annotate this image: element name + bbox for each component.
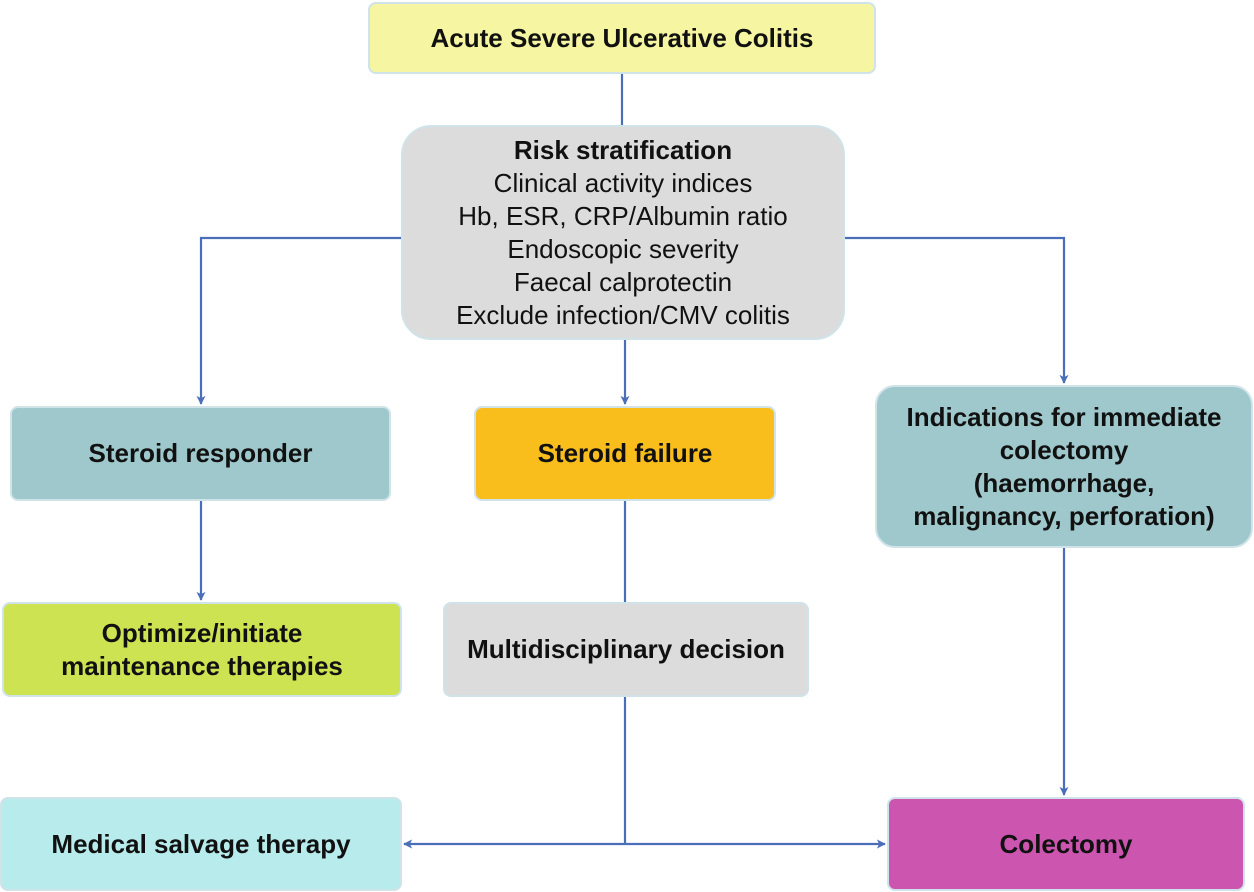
node-risk-title: Risk stratification (513, 134, 733, 165)
maintenance-line: maintenance therapies (61, 650, 343, 681)
node-risk-stratification: Risk stratification Clinical activity in… (401, 125, 845, 340)
node-medical-salvage-therapy: Medical salvage therapy (0, 797, 402, 891)
maintenance-line: Optimize/initiate (101, 617, 303, 648)
node-mdt-title: Multidisciplinary decision (467, 634, 785, 664)
node-colectomy: Colectomy (887, 797, 1245, 891)
immediate-line: colectomy (999, 434, 1129, 465)
risk-item: Exclude infection/CMV colitis (456, 299, 790, 330)
immediate-line: (haemorrhage, (973, 467, 1155, 498)
risk-item: Clinical activity indices (493, 167, 753, 198)
risk-item: Faecal calprotectin (513, 266, 733, 297)
node-responder-title: Steroid responder (88, 438, 313, 468)
node-salvage-title: Medical salvage therapy (51, 828, 351, 859)
node-acute-severe-uc: Acute Severe Ulcerative Colitis (368, 2, 876, 74)
immediate-line: Indications for immediate (906, 401, 1222, 432)
arrow-risk-to-responder (196, 236, 401, 405)
arrow-risk-to-immediate (845, 236, 1069, 384)
node-immediate-colectomy-indications: Indications for immediate colectomy (hae… (875, 385, 1253, 548)
node-multidisciplinary-decision: Multidisciplinary decision (443, 602, 809, 697)
immediate-line: malignancy, perforation) (913, 500, 1215, 531)
risk-item: Hb, ESR, CRP/Albumin ratio (458, 200, 788, 231)
node-steroid-failure: Steroid failure (474, 406, 776, 501)
node-failure-title: Steroid failure (537, 438, 713, 468)
risk-item: Endoscopic severity (507, 233, 739, 264)
node-steroid-responder: Steroid responder (10, 406, 391, 501)
node-colectomy-title: Colectomy (999, 828, 1133, 859)
node-acute-title: Acute Severe Ulcerative Colitis (430, 22, 814, 53)
node-maintenance-therapies: Optimize/initiate maintenance therapies (2, 602, 402, 697)
